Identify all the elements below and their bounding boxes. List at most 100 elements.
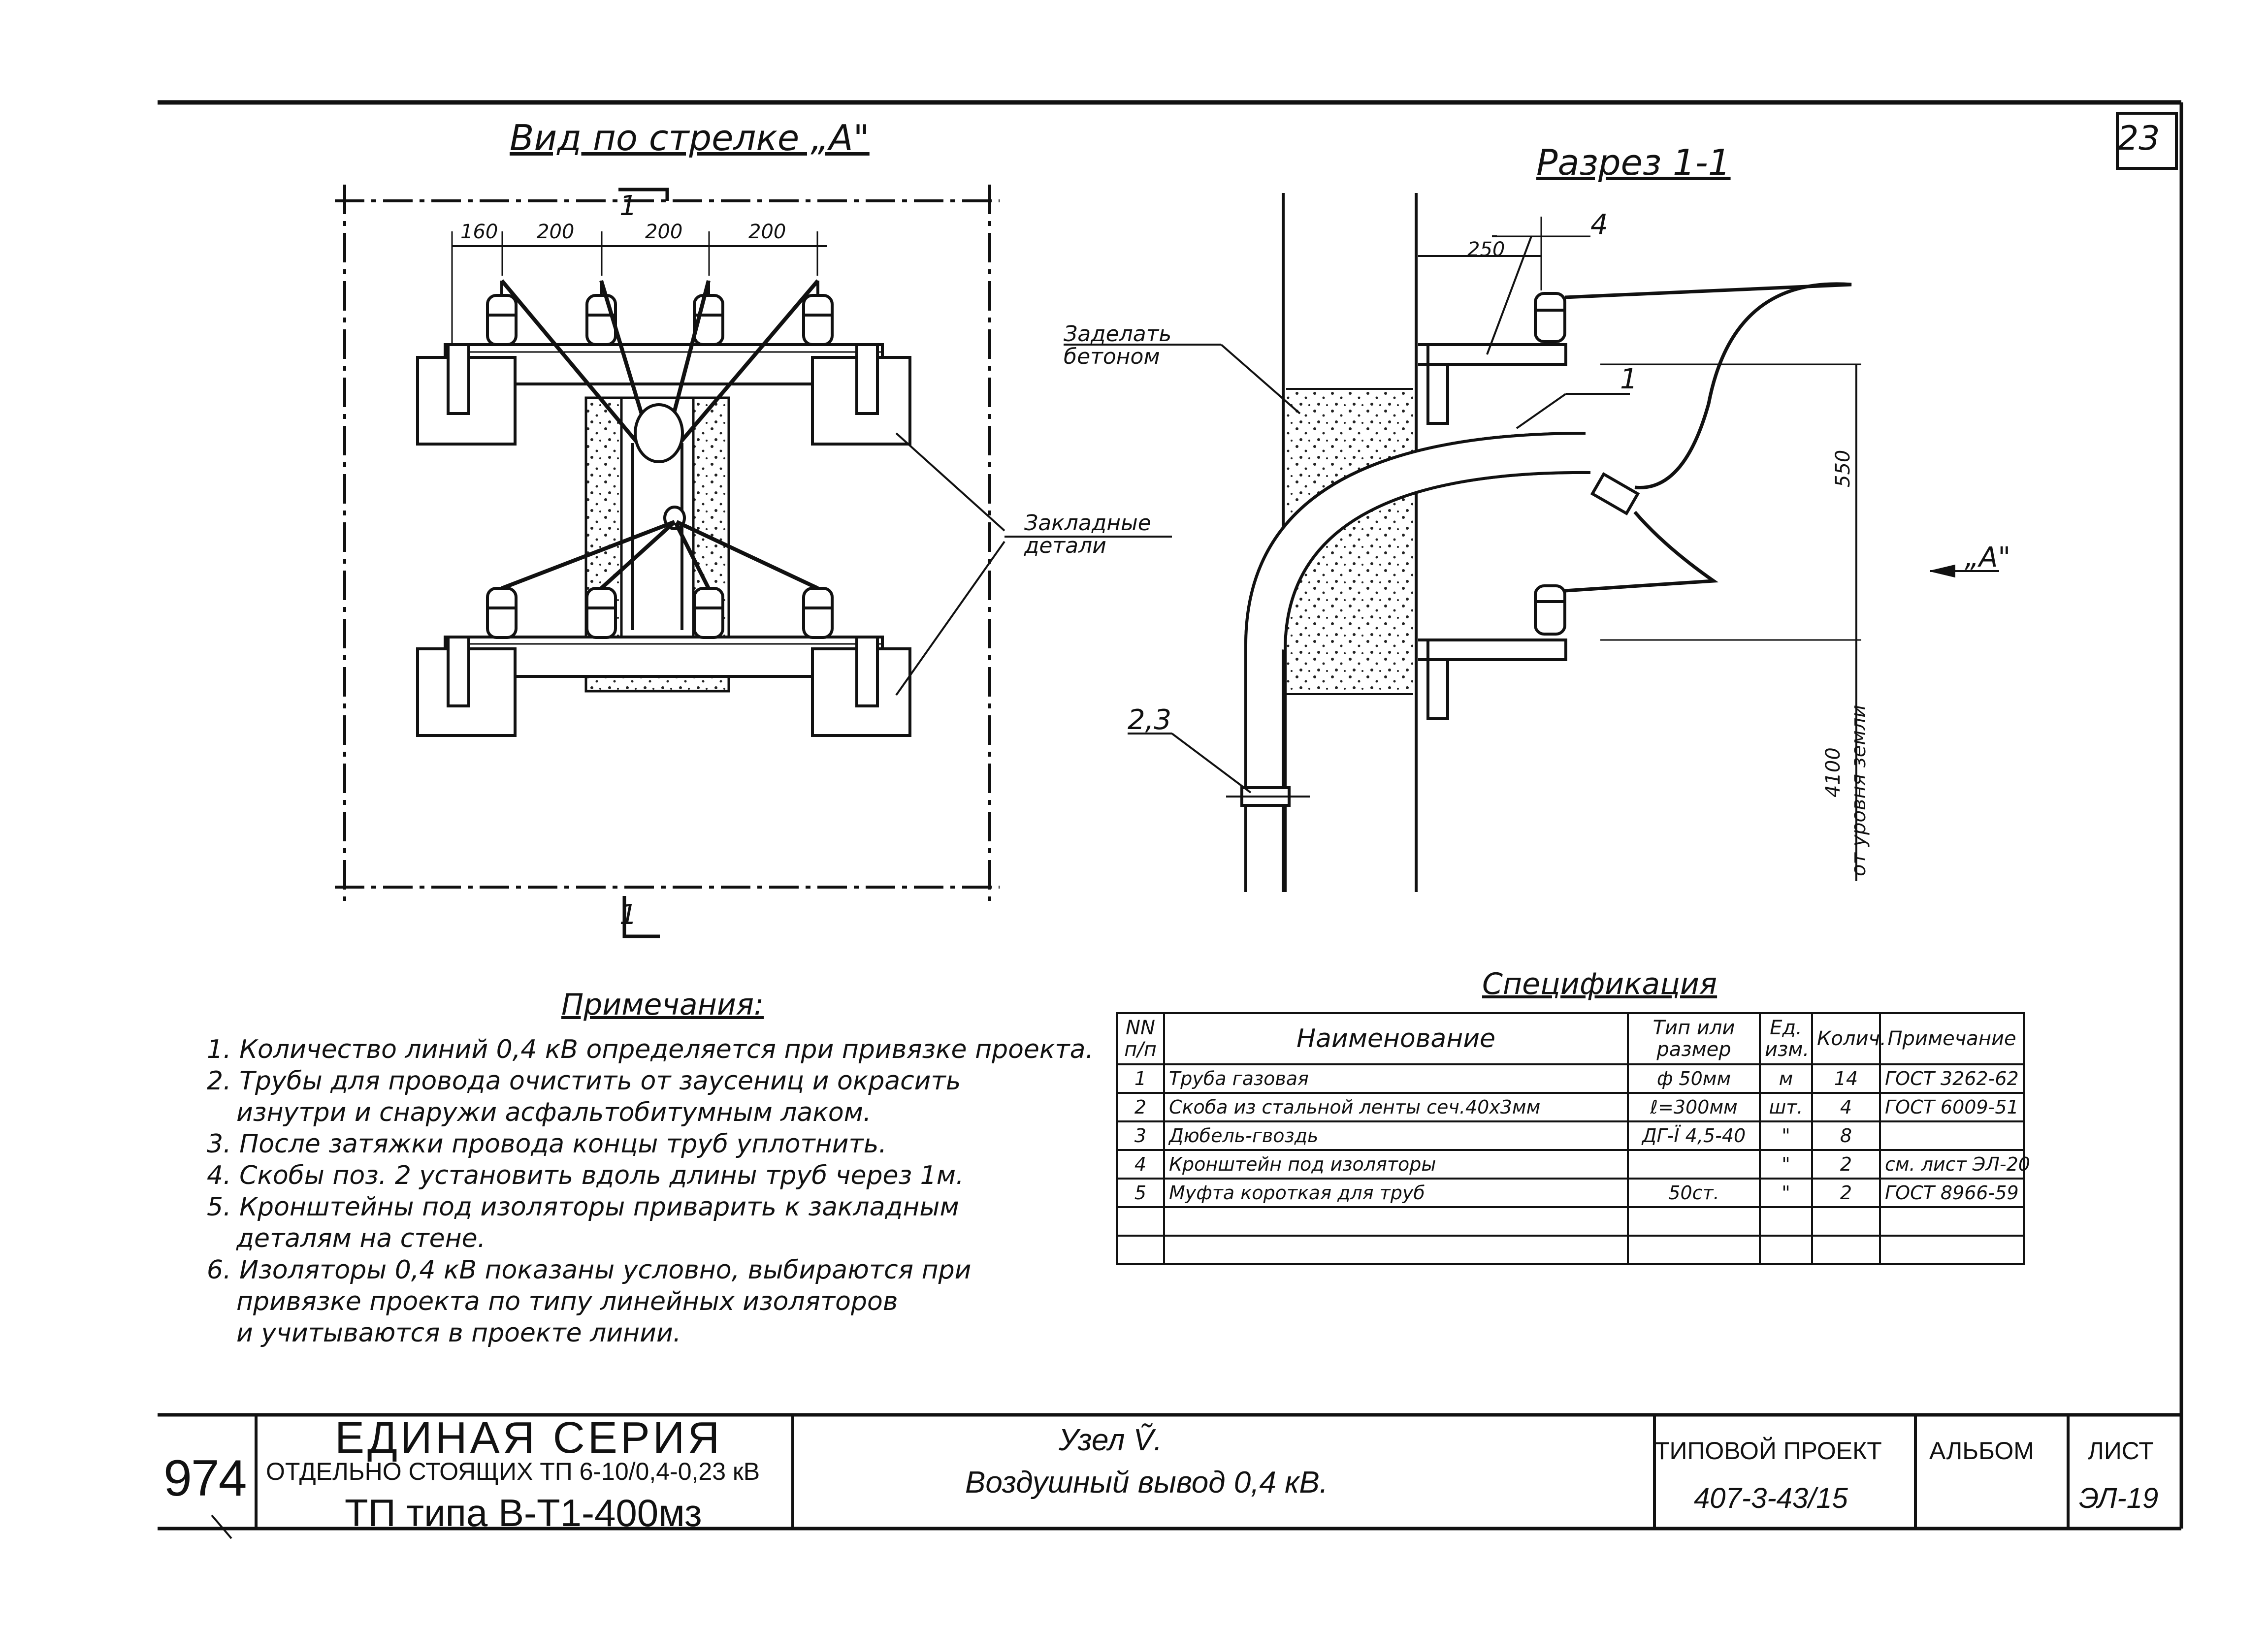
spec-header-qty: Колич.: [1811, 1012, 1886, 1065]
spec-cell: 2: [1811, 1178, 1881, 1208]
spec-cell: м: [1759, 1063, 1813, 1094]
spec-cell: ГОСТ 6009-51: [1879, 1092, 2025, 1122]
spec-table: NN п/п Наименование Тип или размер Ед. и…: [1116, 1012, 2030, 1265]
spec-cell: 3: [1116, 1120, 1165, 1151]
section-title: Разрез 1-1: [1536, 142, 1731, 183]
node-name: Воздушный вывод 0,4 кВ.: [965, 1466, 1328, 1500]
sheet-number: 23: [2117, 119, 2160, 158]
spec-title: Спецификация: [1482, 967, 1717, 1001]
project-number: 407-3-43/15: [1694, 1482, 1848, 1514]
table-row: 1 Труба газовая ф 50мм м 14 ГОСТ 3262-62: [1116, 1063, 2025, 1094]
node-number: Узел Ṽ.: [1059, 1423, 1163, 1457]
spec-cell: Труба газовая: [1163, 1063, 1629, 1094]
spec-header-type: Тип или размер: [1627, 1012, 1761, 1065]
spec-cell: Дюбель-гвоздь: [1163, 1120, 1629, 1151]
spec-cell: [1627, 1235, 1761, 1265]
position-1: 1: [1620, 363, 1638, 395]
dim-200-b: 200: [645, 221, 683, 243]
dim-160: 160: [460, 221, 498, 243]
position-2-3: 2,3: [1128, 704, 1172, 736]
arrow-a-label: „А": [1965, 542, 2011, 574]
spec-cell: Кронштейн под изоляторы: [1163, 1149, 1629, 1180]
table-row: 5 Муфта короткая для труб 50ст. " 2 ГОСТ…: [1116, 1178, 2025, 1208]
spec-cell: ГОСТ 8966-59: [1879, 1178, 2025, 1208]
spec-cell: Скоба из стальной ленты сеч.40х3мм: [1163, 1092, 1629, 1122]
title-block-grid: [158, 1413, 2181, 1539]
spec-cell: [1759, 1235, 1813, 1265]
table-row: 3 Дюбель-гвоздь ДГ-Ї 4,5-40 " 8: [1116, 1120, 2025, 1151]
view-a-graphic: [335, 185, 1172, 938]
dim-200-a: 200: [537, 221, 575, 243]
position-4: 4: [1590, 209, 1608, 241]
note-item: 5. Кронштейны под изоляторы приварить к …: [207, 1192, 959, 1253]
note-item: 6. Изоляторы 0,4 кВ показаны условно, вы…: [207, 1255, 972, 1348]
spec-cell: [1811, 1235, 1881, 1265]
spec-cell: 5: [1116, 1178, 1165, 1208]
spec-header-name: Наименование: [1163, 1012, 1629, 1065]
label-embedded-parts: Закладные детали: [1024, 511, 1151, 558]
spec-cell: [1116, 1235, 1165, 1265]
note-item: 1. Количество линий 0,4 кВ определяется …: [207, 1035, 1094, 1064]
spec-cell: Муфта короткая для труб: [1163, 1178, 1629, 1208]
spec-cell: 2: [1811, 1149, 1881, 1180]
dim-4100-note: от уровня земли: [1847, 704, 1870, 876]
spec-cell: 4: [1116, 1149, 1165, 1180]
series-line-3: ТП типа В-Т1-400мз: [345, 1491, 702, 1534]
label-concrete: Заделать бетоном: [1064, 321, 1172, 369]
spec-cell: [1879, 1120, 2025, 1151]
album-label: АЛЬБОМ: [1929, 1437, 2034, 1465]
spec-cell: см. лист ЭЛ-20: [1879, 1149, 2030, 1180]
notes-list: 1. Количество линий 0,4 кВ определяется …: [207, 1034, 1142, 1349]
sheet-code: ЭЛ-19: [2079, 1482, 2159, 1514]
spec-cell: ℓ=300мм: [1627, 1092, 1761, 1122]
dim-550: 550: [1832, 449, 1854, 487]
sheet-label: ЛИСТ: [2088, 1437, 2154, 1465]
inventory-number: 974: [163, 1450, 247, 1507]
spec-cell: [1116, 1206, 1165, 1237]
spec-cell: [1879, 1235, 2025, 1265]
spec-cell: 2: [1116, 1092, 1165, 1122]
sheet-number-box: [2116, 112, 2178, 170]
dim-4100: 4100: [1822, 747, 1845, 798]
spec-cell: ": [1759, 1149, 1813, 1180]
table-row: 2 Скоба из стальной ленты сеч.40х3мм ℓ=3…: [1116, 1092, 2025, 1122]
spec-cell: ДГ-Ї 4,5-40: [1627, 1120, 1761, 1151]
section-mark-top: 1: [619, 190, 637, 222]
spec-cell: 14: [1811, 1063, 1881, 1094]
spec-cell: 8: [1811, 1120, 1881, 1151]
spec-cell: 4: [1811, 1092, 1881, 1122]
spec-cell: [1163, 1206, 1629, 1237]
typical-project-label: ТИПОВОЙ ПРОЕКТ: [1654, 1437, 1882, 1465]
spec-cell: [1163, 1235, 1629, 1265]
note-item: 2. Трубы для провода очистить от заусени…: [207, 1066, 961, 1127]
series-line-1: ЕДИНАЯ СЕРИЯ: [335, 1413, 723, 1463]
spec-header-num: NN п/п: [1116, 1012, 1165, 1065]
note-item: 4. Скобы поз. 2 установить вдоль длины т…: [207, 1161, 964, 1190]
spec-cell: ": [1759, 1178, 1813, 1208]
spec-cell: ф 50мм: [1627, 1063, 1761, 1094]
spec-cell: [1627, 1206, 1761, 1237]
spec-cell: ": [1759, 1120, 1813, 1151]
note-item: 3. После затяжки провода концы труб упло…: [207, 1129, 887, 1159]
view-a-title: Вид по стрелке „А": [510, 117, 870, 159]
section-1-1-graphic: [1064, 193, 1999, 892]
spec-header-note: Примечание: [1879, 1012, 2025, 1065]
table-row: [1116, 1206, 2025, 1237]
spec-cell: [1627, 1149, 1761, 1180]
spec-cell: [1879, 1206, 2025, 1237]
table-row: [1116, 1235, 2025, 1265]
dim-250: 250: [1467, 238, 1505, 261]
spec-cell: 50ст.: [1627, 1178, 1761, 1208]
series-line-2: ОТДЕЛЬНО СТОЯЩИХ ТП 6-10/0,4-0,23 кВ: [266, 1458, 760, 1485]
table-row: 4 Кронштейн под изоляторы " 2 см. лист Э…: [1116, 1149, 2030, 1180]
spec-cell: [1759, 1206, 1813, 1237]
spec-header-unit: Ед. изм.: [1759, 1012, 1813, 1065]
spec-cell: [1811, 1206, 1881, 1237]
notes-title: Примечания:: [561, 988, 764, 1022]
spec-cell: 1: [1116, 1063, 1165, 1094]
spec-cell: шт.: [1759, 1092, 1813, 1122]
dim-200-c: 200: [748, 221, 786, 243]
spec-cell: ГОСТ 3262-62: [1879, 1063, 2025, 1094]
